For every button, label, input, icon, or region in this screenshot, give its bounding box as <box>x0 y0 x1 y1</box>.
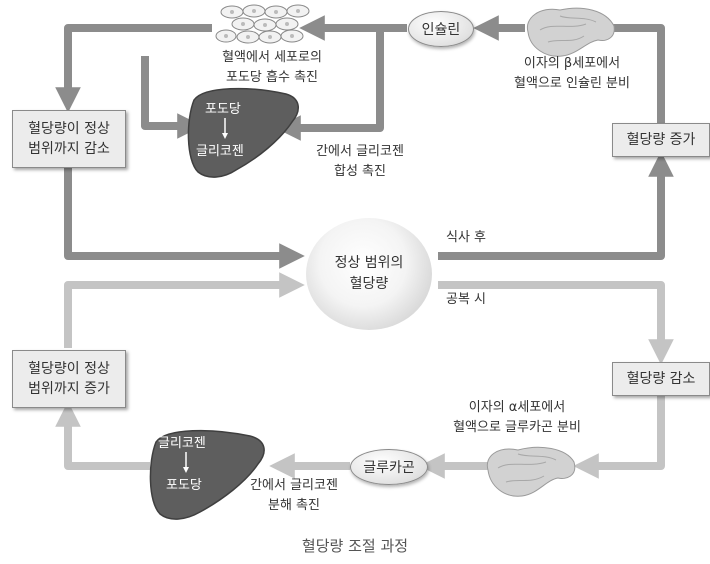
arrow-insulin-to-liver <box>275 30 384 141</box>
box-blood-sugar-decrease: 혈당량 감소 <box>612 362 710 396</box>
after-meal-arrows <box>55 15 674 269</box>
liver-bottom-glucose-label: 포도당 <box>166 478 202 493</box>
arrow-normal-to-center-fasting <box>64 272 305 348</box>
fasting-label: 공복 시 <box>446 292 487 307</box>
arrow-decrease-to-pancreas <box>573 394 665 479</box>
liver-icon <box>187 87 299 178</box>
arrow-liver-feedback <box>141 56 203 139</box>
arrow-to-decrease <box>438 281 674 365</box>
after-meal-label: 식사 후 <box>446 230 487 245</box>
normal-range-circle: 정상 범위의 혈당량 <box>306 218 432 330</box>
fasting-arrows <box>55 272 674 479</box>
liver-icon <box>149 429 265 520</box>
pancreas-icon <box>486 446 576 497</box>
cells-icon <box>215 4 310 44</box>
figure-caption: 혈당량 조절 과정 <box>301 537 409 555</box>
box-normal-increase: 혈당량이 정상 범위까지 증가 <box>12 350 126 408</box>
box-label: 혈당량 감소 <box>626 371 696 387</box>
box-label: 혈당량 증가 <box>626 132 696 148</box>
alpha-cell-secretion-text: 이자의 α세포에서 혈액으로 글루카곤 분비 <box>453 400 581 435</box>
glucagon-label: 글루카곤 <box>350 449 428 485</box>
box-normal-decrease: 혈당량이 정상 범위까지 감소 <box>12 110 126 168</box>
glycogen-breakdown-text: 간에서 글리코젠 분해 촉진 <box>250 478 338 513</box>
liver-top-glycogen-label: 글리코젠 <box>196 144 244 159</box>
arrow-normal-to-center <box>64 168 305 269</box>
arrow-cells-to-normal <box>55 24 212 113</box>
glycogen-synthesis-text: 간에서 글리코젠 합성 촉진 <box>316 144 404 179</box>
pancreas-icon <box>526 7 615 57</box>
insulin-label: 인슐린 <box>408 11 474 47</box>
liver-top-glucose-label: 포도당 <box>205 102 241 117</box>
box-blood-sugar-increase: 혈당량 증가 <box>612 123 710 157</box>
arrow-liver-to-normal <box>55 401 150 470</box>
arrow-to-increase <box>438 151 674 260</box>
beta-cell-secretion-text: 이자의 β세포에서 혈액으로 인슐린 분비 <box>514 56 630 91</box>
liver-bottom-glycogen-label: 글리코젠 <box>158 436 206 451</box>
cell-absorption-text: 혈액에서 세포로의 포도당 흡수 촉진 <box>222 50 322 85</box>
